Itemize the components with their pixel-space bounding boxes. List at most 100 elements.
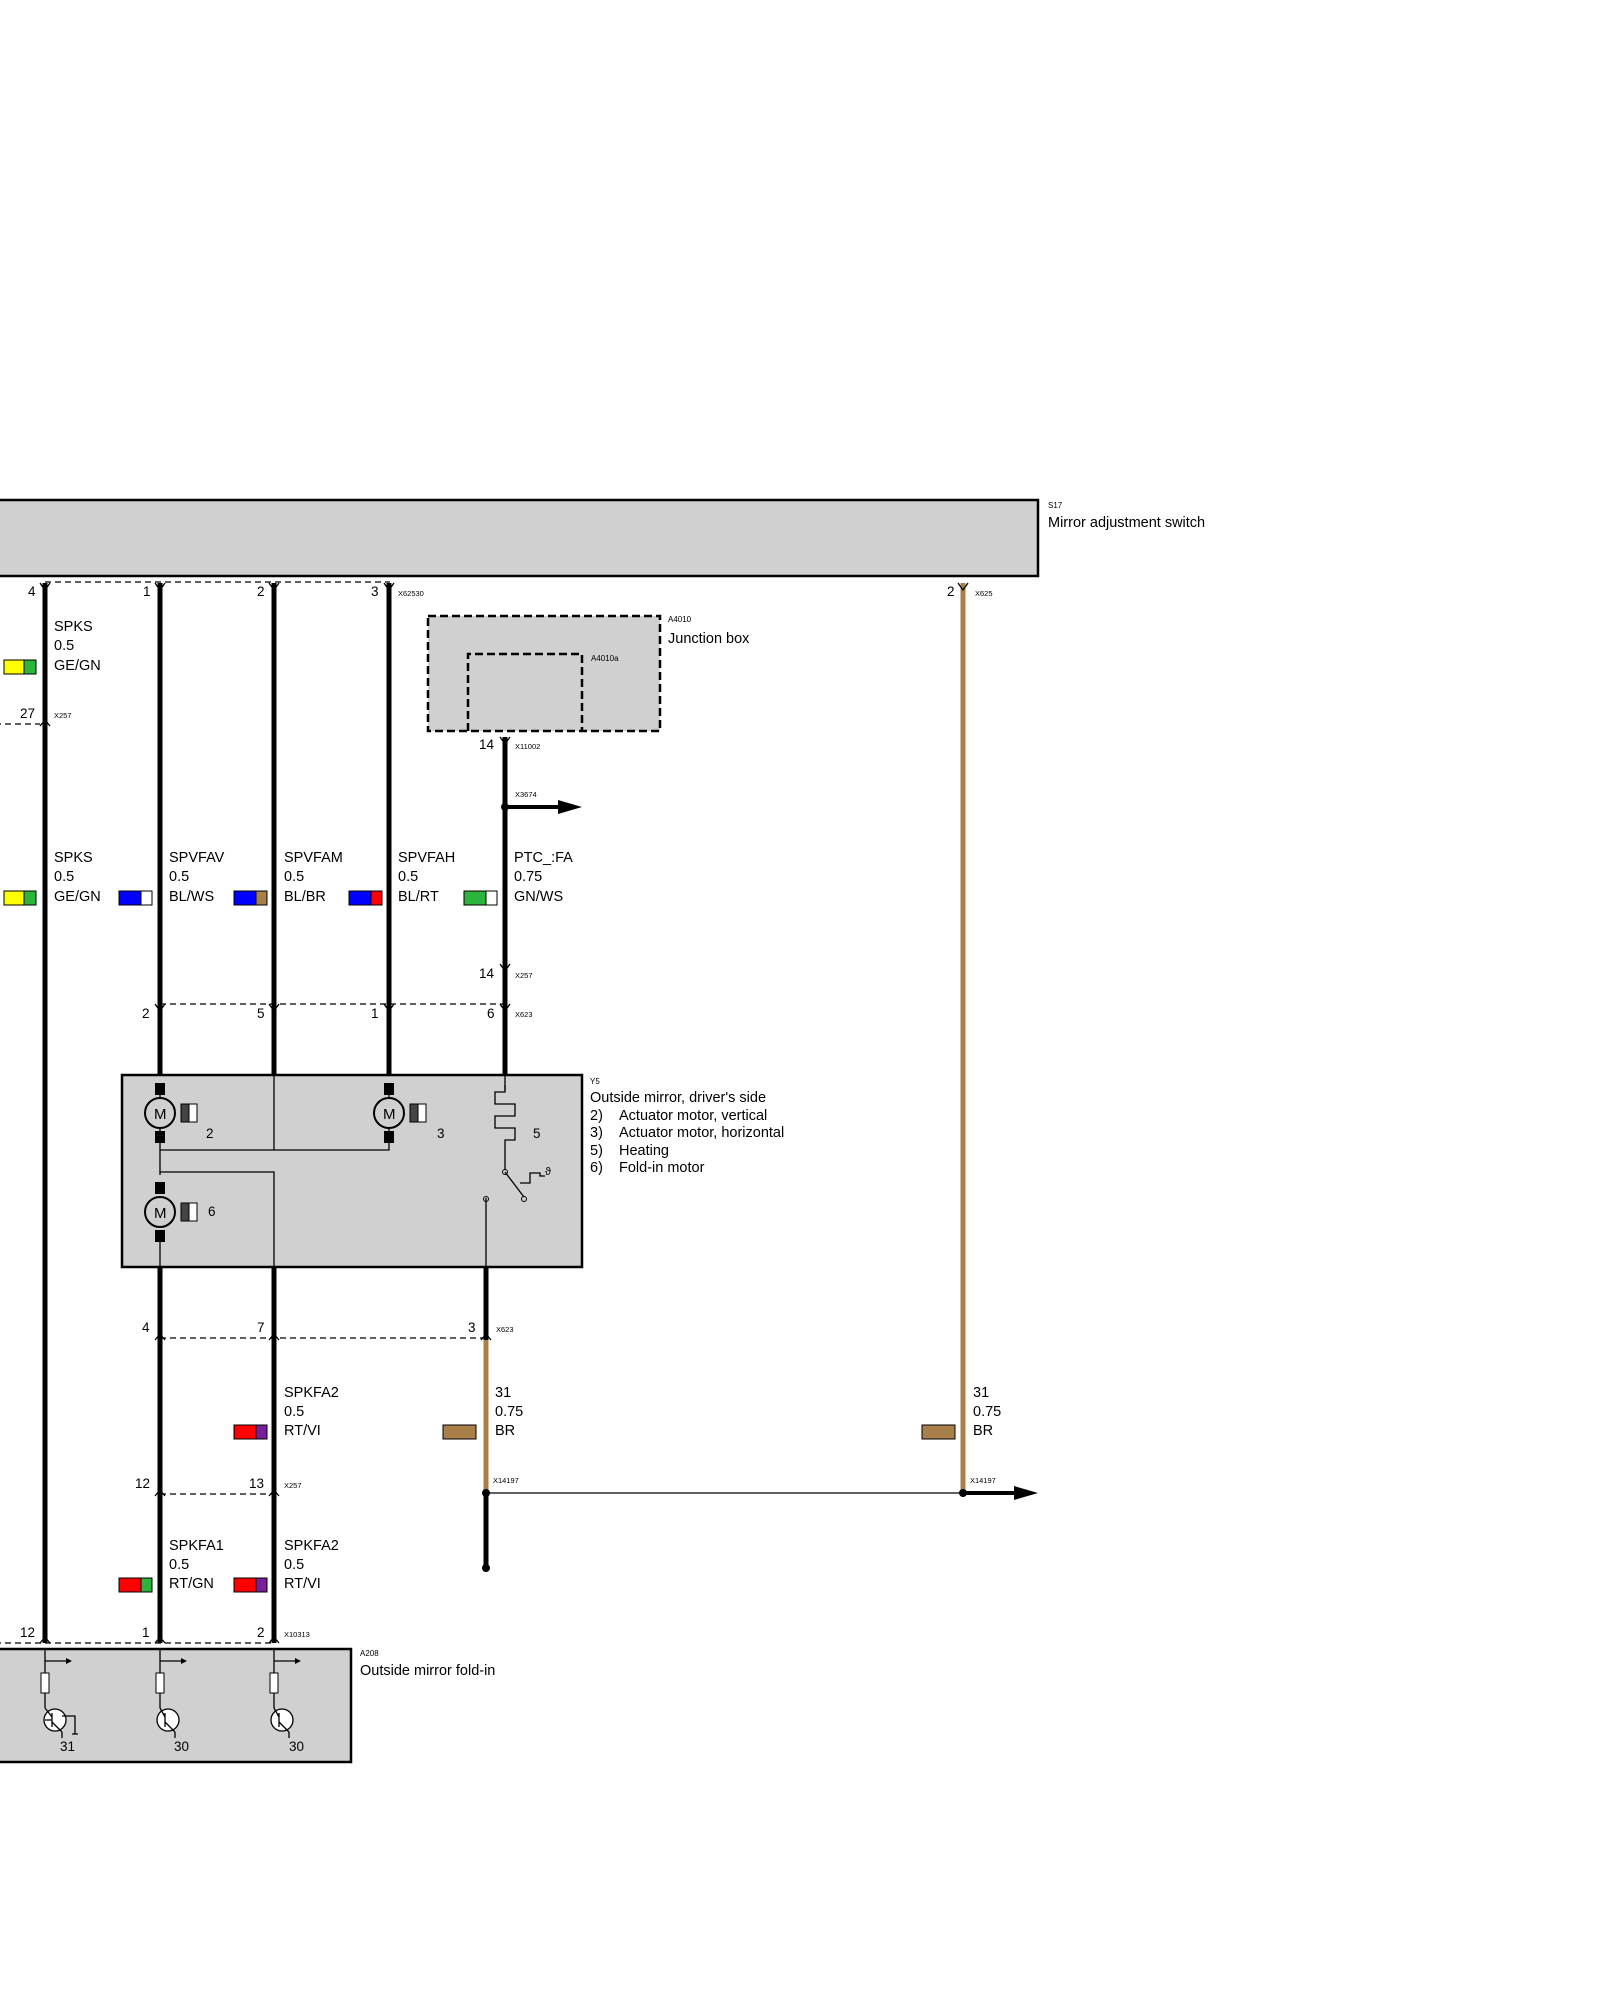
junction-box-sub [466,652,584,731]
x257-pin-27: 27 [20,706,35,721]
s17-pin-4: 4 [28,584,36,599]
a208-name: Outside mirror fold-in [360,1663,495,1679]
color-swatch [233,890,257,906]
y5-internal-wiring [159,1075,390,1172]
svg-text:PTC_:FA: PTC_:FA [514,850,573,866]
motor-vertical-icon: M [144,1083,198,1143]
wire-label-ground-right: 31 0.75 BR [921,1385,1001,1440]
svg-text:31: 31 [495,1385,511,1401]
x257-label-b: X257 [515,971,533,980]
pin-mark [154,1003,511,1013]
svg-text:SPVFAM: SPVFAM [284,850,343,866]
svg-text:ϑ: ϑ [545,1166,551,1178]
color-swatch [23,659,37,675]
pin-mark [499,963,511,973]
mirror-adjustment-switch-box [0,498,1040,578]
x623-pin-2: 2 [142,1006,150,1021]
transistor-driver-icon [269,1649,301,1738]
wire-label-spvfah: SPVFAH 0.5 BL/RT [348,850,455,906]
svg-text:M: M [154,1205,167,1222]
x625-label: X625 [975,589,993,598]
a208-pin-12: 12 [20,1625,35,1640]
color-swatch [255,890,268,906]
a208-code: A208 [360,1649,379,1658]
heating-element-icon: ϑ [483,1085,551,1202]
junction-box [426,614,662,733]
legend-num: 6) [590,1160,603,1176]
legend-text: Actuator motor, vertical [619,1108,767,1124]
s17-pin-2: 2 [257,584,265,599]
svg-text:GN/WS: GN/WS [514,889,563,905]
svg-text:31: 31 [973,1385,989,1401]
svg-text:SPKS: SPKS [54,850,93,866]
svg-text:0.5: 0.5 [54,638,74,654]
color-swatch [233,1424,257,1440]
x14197-arrow [1014,1486,1038,1500]
ground-end-dot [482,1564,490,1572]
svg-text:0.5: 0.5 [284,1404,304,1420]
svg-text:RT/VI: RT/VI [284,1576,321,1592]
wire-label-spkfa2-top: SPKFA2 0.5 RT/VI [233,1385,339,1440]
svg-text:M: M [154,1106,167,1123]
svg-text:BL/WS: BL/WS [169,889,214,905]
y5-legend: 2) Actuator motor, vertical 3) Actuator … [590,1108,784,1176]
foldin-motor-number: 6 [208,1204,216,1219]
color-swatch [255,1577,268,1593]
wire-label-spkfa1: SPKFA1 0.5 RT/GN [118,1538,224,1593]
x62530-label: X62530 [398,589,424,598]
motor-horizontal-number: 3 [437,1126,445,1141]
x14197-label-left: X14197 [493,1476,519,1485]
a208-pin-1: 1 [142,1625,150,1640]
color-swatch [140,1577,153,1593]
color-swatch [3,890,25,906]
junction-box-pin-14: 14 [479,737,495,752]
legend-num: 2) [590,1108,603,1124]
svg-text:SPKFA1: SPKFA1 [169,1538,224,1554]
wire-label-ptc: PTC_:FA 0.75 GN/WS [463,850,573,906]
x623-pin-5: 5 [257,1006,265,1021]
x257-pin-13: 13 [249,1476,264,1491]
wire-label-spvfav: SPVFAV 0.5 BL/WS [118,850,225,906]
x14197-splice-left [482,1489,490,1497]
svg-text:0.5: 0.5 [284,1557,304,1573]
s17-pin-2-right: 2 [947,584,955,599]
svg-text:0.5: 0.5 [169,869,189,885]
s17-pin-3: 3 [371,584,379,599]
heating-number: 5 [533,1126,541,1141]
x3674-label: X3674 [515,790,537,799]
wire-label-spkfa2-bottom: SPKFA2 0.5 RT/VI [233,1538,339,1593]
y5-name: Outside mirror, driver's side [590,1090,766,1106]
a4010-code: A4010 [668,615,692,624]
color-swatch [348,890,372,906]
pin-mark [39,582,969,592]
color-swatch [23,890,37,906]
svg-text:0.5: 0.5 [398,869,418,885]
svg-text:GE/GN: GE/GN [54,658,101,674]
x623-pin-1: 1 [371,1006,379,1021]
s17-name: Mirror adjustment switch [1048,515,1205,531]
motor-horizontal-icon: M [373,1083,427,1143]
svg-text:0.75: 0.75 [514,869,542,885]
a208-pin-2: 2 [257,1625,265,1640]
svg-text:RT/GN: RT/GN [169,1576,214,1592]
foldin-motor-icon: M [144,1182,198,1242]
svg-text:M: M [383,1106,396,1123]
a4010a-code: A4010a [591,654,619,663]
svg-text:0.5: 0.5 [169,1557,189,1573]
x3674-arrow [558,800,582,814]
svg-text:0.5: 0.5 [284,869,304,885]
legend-text: Fold-in motor [619,1160,705,1176]
transistor-driver-icon [40,1649,78,1738]
svg-text:0.75: 0.75 [495,1404,523,1420]
outside-mirror-box [120,1073,584,1269]
a208-terminal-31: 31 [60,1739,75,1754]
wire-label-spks-top: SPKS 0.5 GE/GN [3,619,101,675]
svg-text:RT/VI: RT/VI [284,1423,321,1439]
x623-pin-7: 7 [257,1320,265,1335]
x11002-label: X11002 [515,742,540,751]
a208-terminal-30-b: 30 [289,1739,304,1754]
x623-pin-6: 6 [487,1006,495,1021]
y5-foldin-wiring [159,1171,275,1267]
color-swatch [485,890,498,906]
